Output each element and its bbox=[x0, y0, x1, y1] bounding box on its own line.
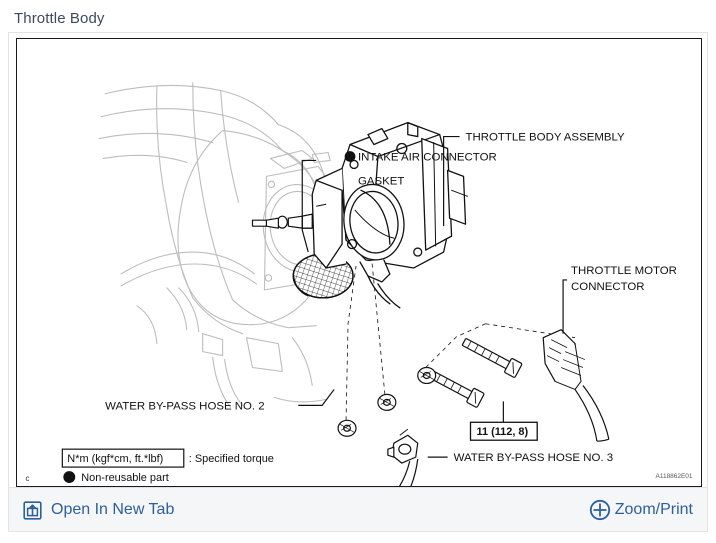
zoom-print-button[interactable]: Zoom/Print bbox=[589, 488, 693, 532]
washer-1 bbox=[417, 366, 437, 385]
mounting-bolts bbox=[337, 338, 523, 437]
leader-lines bbox=[298, 135, 568, 458]
legend-non-reusable-desc: Non-reusable part bbox=[81, 472, 169, 484]
intake-manifold-ghost bbox=[98, 82, 337, 408]
copyright-mark: c bbox=[25, 474, 29, 483]
open-in-new-tab-label: Open In New Tab bbox=[51, 501, 175, 518]
callout-texts: INTAKE AIR CONNECTOR GASKET THROTTLE BOD… bbox=[105, 132, 677, 465]
washer-3 bbox=[337, 419, 357, 437]
diagram-legend: N*m (kgf*cm, ft.*lbf) : Specified torque… bbox=[61, 448, 274, 484]
plus-circle-icon bbox=[589, 499, 611, 521]
callout-water-by-pass-hose-no-2: WATER BY-PASS HOSE NO. 2 bbox=[105, 400, 265, 412]
callout-intake-air-connector-gasket-line1: INTAKE AIR CONNECTOR bbox=[358, 151, 497, 163]
torque-spec-box: 11 (112, 8) bbox=[469, 421, 538, 441]
legend-torque-unit: N*m (kgf*cm, ft.*lbf) bbox=[67, 453, 163, 465]
figure-panel: INTAKE AIR CONNECTOR GASKET THROTTLE BOD… bbox=[8, 32, 708, 532]
page-title: Throttle Body bbox=[14, 10, 105, 27]
callout-throttle-motor-connector-line2: CONNECTOR bbox=[571, 281, 645, 293]
non-reusable-bullet-legend bbox=[63, 471, 76, 484]
callout-throttle-body-assembly: THROTTLE BODY ASSEMBLY bbox=[466, 132, 625, 144]
throttle-body-assembly-part bbox=[301, 121, 469, 309]
callout-intake-air-connector-gasket-line2: GASKET bbox=[358, 175, 404, 187]
figure-toolbar: Open In New Tab Zoom/Print bbox=[9, 487, 707, 531]
throttle-motor-connector-part bbox=[542, 329, 610, 442]
open-in-new-tab-button[interactable]: Open In New Tab bbox=[23, 488, 174, 532]
figure-code: A118862E01 bbox=[656, 473, 693, 480]
legend-torque-desc: : Specified torque bbox=[189, 453, 274, 465]
zoom-print-label: Zoom/Print bbox=[614, 501, 693, 518]
water-by-pass-hose-no-2-part bbox=[251, 203, 327, 229]
water-by-pass-hose-no-3-part bbox=[387, 428, 419, 486]
open-in-new-window-icon bbox=[23, 500, 42, 520]
diagram-frame: INTAKE AIR CONNECTOR GASKET THROTTLE BOD… bbox=[16, 38, 702, 487]
callout-throttle-motor-connector-line1: THROTTLE MOTOR bbox=[571, 265, 677, 277]
throttle-body-diagram: INTAKE AIR CONNECTOR GASKET THROTTLE BOD… bbox=[25, 82, 693, 486]
non-reusable-bullet-gasket bbox=[344, 151, 356, 162]
callout-water-by-pass-hose-no-3: WATER BY-PASS HOSE NO. 3 bbox=[454, 452, 614, 464]
torque-spec-value: 11 (112, 8) bbox=[476, 426, 528, 438]
washer-2 bbox=[377, 393, 397, 411]
